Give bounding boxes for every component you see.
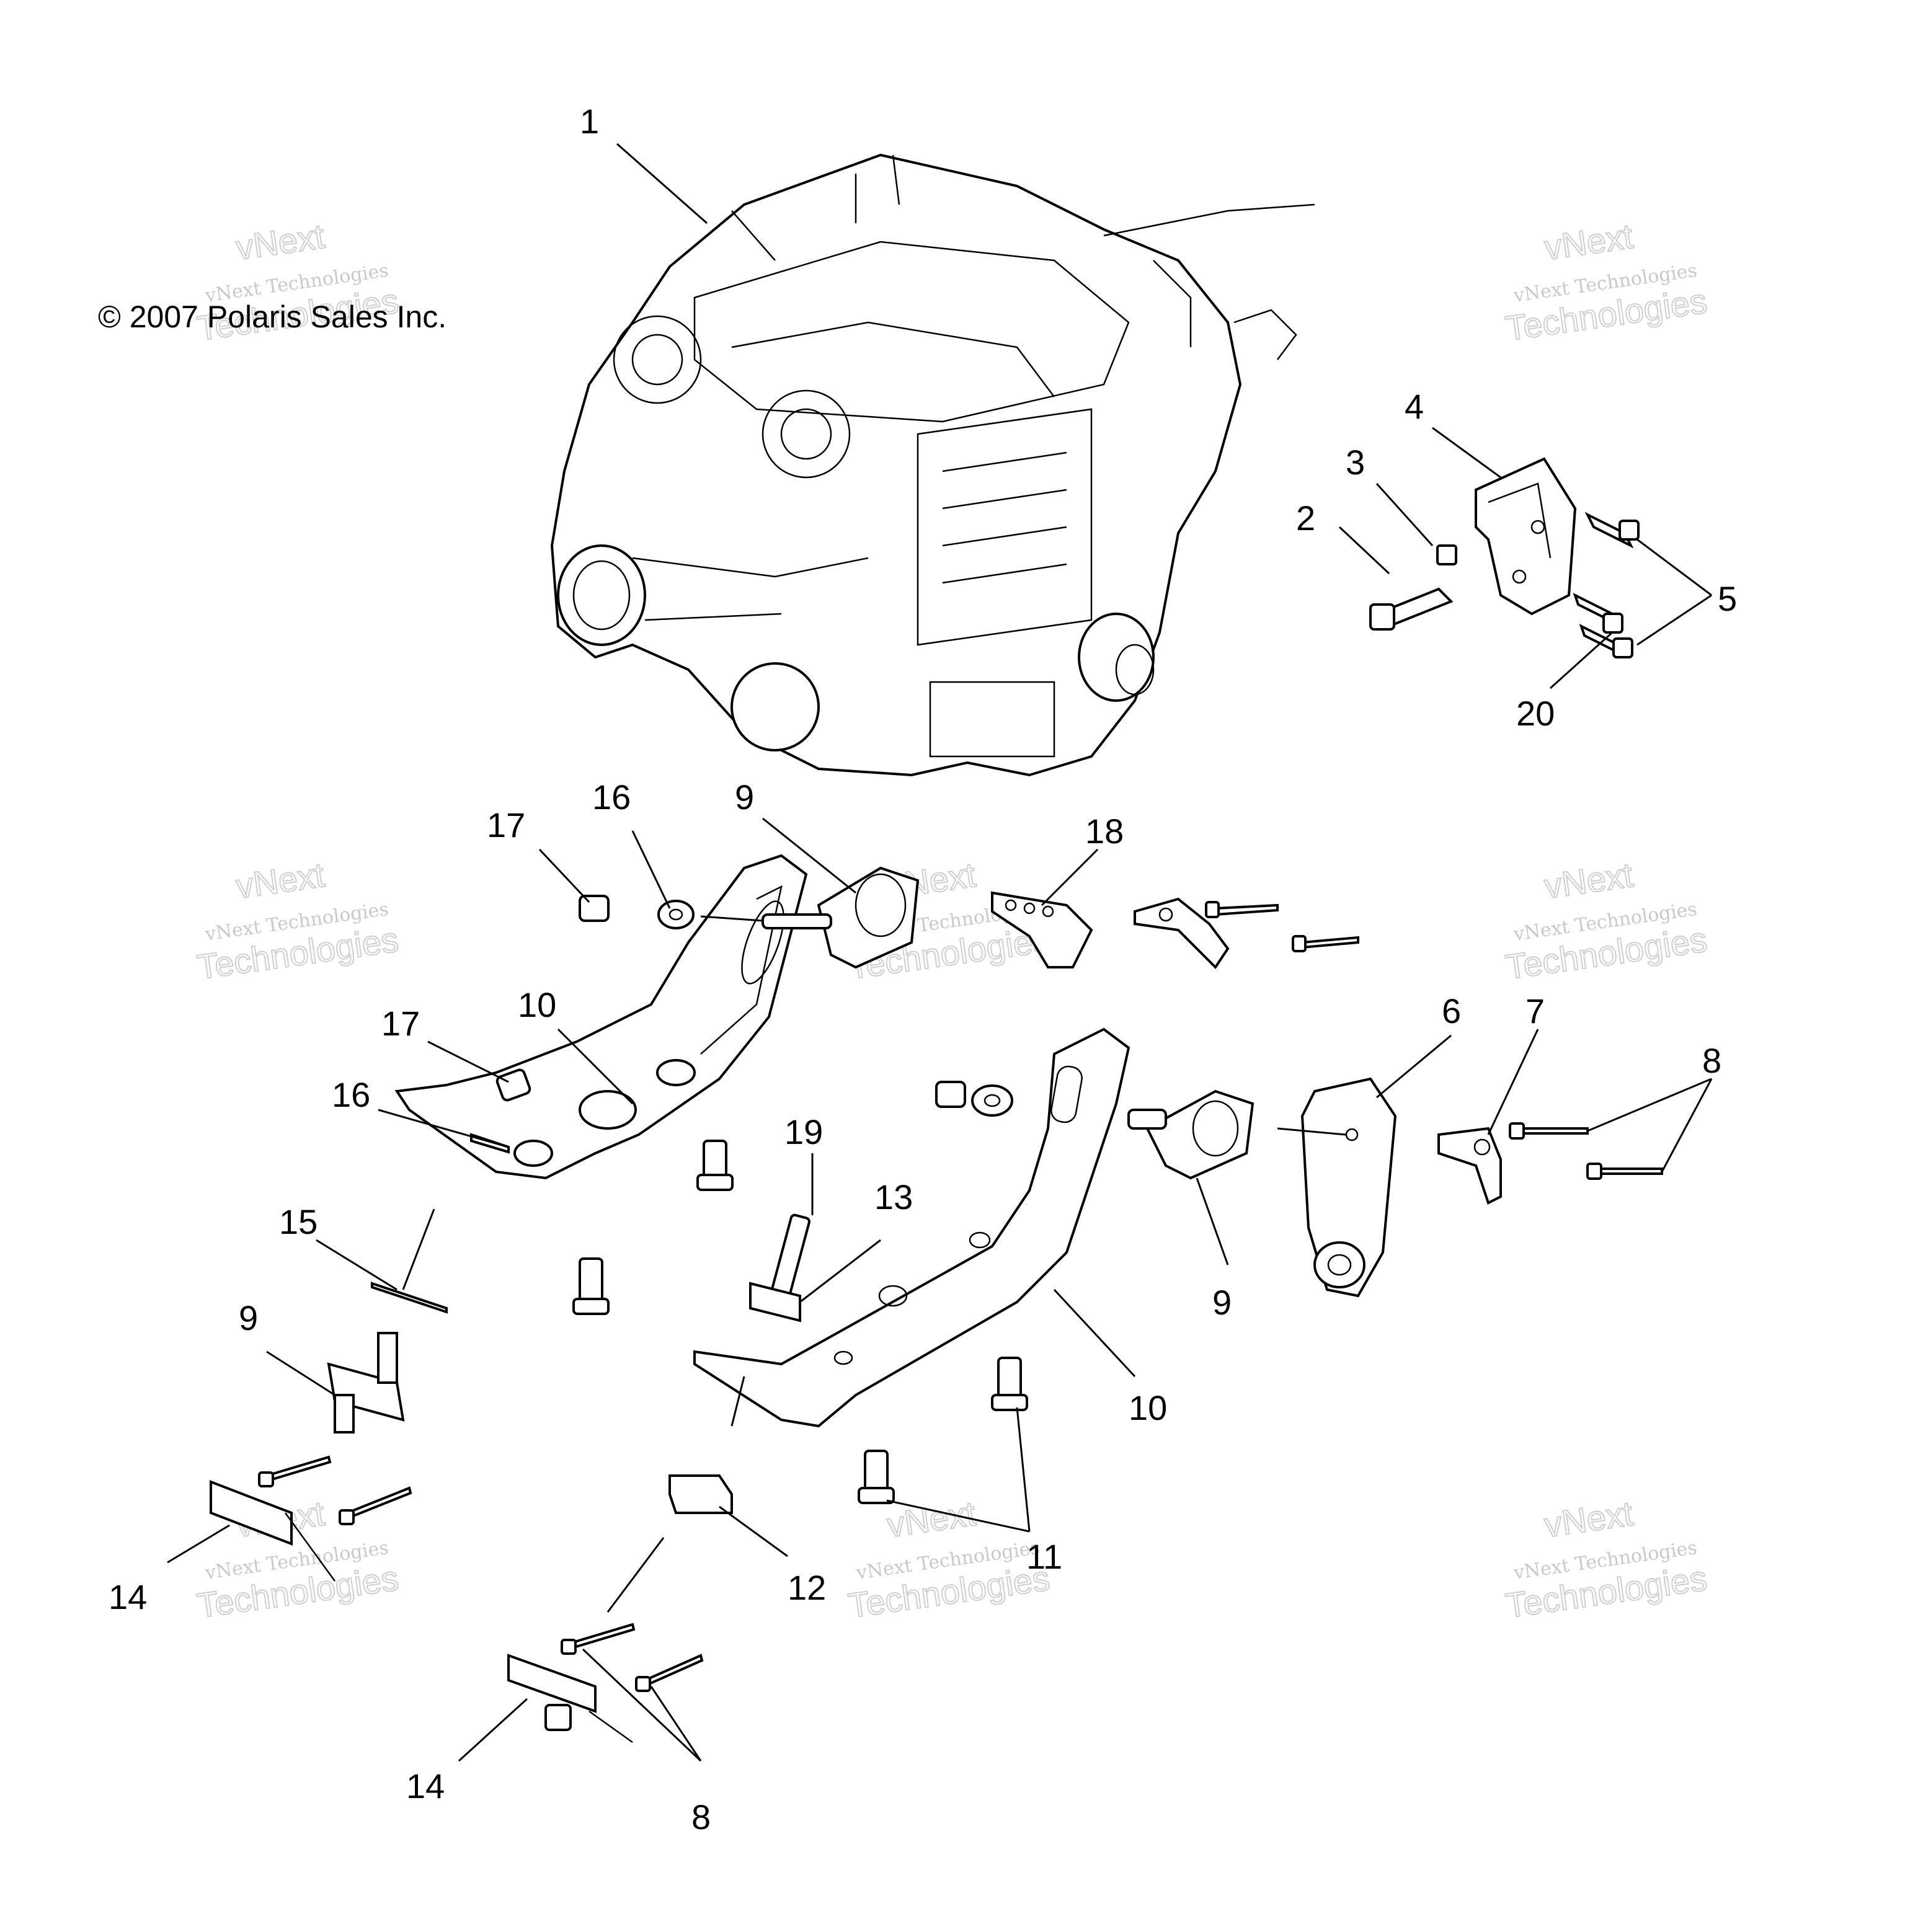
callout-6: 6 xyxy=(1442,991,1461,1030)
hardware-mid-left xyxy=(210,1068,734,1582)
callout-15: 15 xyxy=(279,1202,318,1241)
nut-17b xyxy=(495,1068,531,1102)
callout-20: 20 xyxy=(1516,694,1555,733)
bolt-2-head xyxy=(1369,603,1395,631)
plate-14b xyxy=(507,1654,597,1713)
callout-18: 18 xyxy=(1085,812,1124,851)
callout-9b: 9 xyxy=(239,1298,258,1337)
callout-8b: 8 xyxy=(691,1797,711,1837)
callout-13: 13 xyxy=(874,1177,913,1216)
callout-19: 19 xyxy=(784,1112,823,1151)
svg-text:vNext: vNext xyxy=(1542,216,1636,267)
callout-4: 4 xyxy=(1405,387,1424,426)
callout-14b: 14 xyxy=(406,1766,445,1806)
nut-17c xyxy=(935,1081,966,1108)
watermark: vNext vNext Technologies Technologies xyxy=(194,854,401,987)
leader-lines xyxy=(167,143,1713,1762)
plate-7 xyxy=(1437,1127,1502,1205)
callout-3: 3 xyxy=(1346,443,1365,482)
callout-14: 14 xyxy=(109,1577,147,1616)
callouts: 1 2 3 4 5 20 17 16 9 18 17 10 16 15 9 14… xyxy=(109,102,1737,1837)
callout-10b: 10 xyxy=(1129,1388,1167,1427)
watermark: vNext vNext Technologies Technologies xyxy=(1503,216,1710,348)
callout-10: 10 xyxy=(518,985,556,1024)
nut-3 xyxy=(1436,544,1457,565)
callout-17b: 17 xyxy=(381,1004,420,1043)
svg-text:vNext: vNext xyxy=(1542,1494,1636,1544)
callout-5: 5 xyxy=(1718,579,1737,618)
callout-17: 17 xyxy=(487,805,525,844)
callout-11: 11 xyxy=(1026,1537,1062,1576)
stopper-12 xyxy=(668,1474,733,1514)
copyright-text: © 2007 Polaris Sales Inc. xyxy=(98,299,446,334)
callout-2: 2 xyxy=(1296,499,1315,538)
svg-text:vNext: vNext xyxy=(885,1494,979,1544)
watermark: vNext vNext Technologies Technologies xyxy=(1503,854,1710,987)
mount-9a xyxy=(817,866,920,969)
bracket-10a xyxy=(394,854,808,1180)
watermark: vNext vNext Technologies Technologies xyxy=(845,1493,1052,1626)
callout-16b: 16 xyxy=(332,1075,370,1114)
mount-bracket-right xyxy=(668,1027,1663,1514)
callout-16: 16 xyxy=(592,778,631,817)
hardware-upper xyxy=(579,866,1359,970)
shim-15 xyxy=(371,1282,448,1314)
hardware-lower xyxy=(507,1537,704,1744)
callout-9: 9 xyxy=(735,778,754,817)
callout-8: 8 xyxy=(1702,1041,1721,1080)
engine-illustration xyxy=(550,153,1315,777)
callout-1: 1 xyxy=(580,102,599,141)
upper-bracket-group xyxy=(1369,457,1640,658)
callout-12: 12 xyxy=(788,1568,826,1607)
svg-text:vNext: vNext xyxy=(234,855,327,906)
nut-17 xyxy=(579,895,610,922)
plate-14a xyxy=(210,1480,293,1546)
bolt-19 xyxy=(771,1213,810,1298)
mount-9b xyxy=(327,1362,405,1422)
mount-9c xyxy=(1145,1089,1254,1180)
washer-16 xyxy=(657,900,695,929)
mount-bracket-left xyxy=(394,854,808,1180)
callout-9c: 9 xyxy=(1212,1283,1232,1322)
svg-text:vNext: vNext xyxy=(1542,855,1636,906)
svg-text:vNext: vNext xyxy=(234,216,327,267)
block-13 xyxy=(749,1282,801,1323)
callout-7: 7 xyxy=(1525,991,1545,1030)
watermark: vNext vNext Technologies Technologies xyxy=(1503,1493,1710,1626)
bracket-4 xyxy=(1475,457,1577,616)
bracket-18 xyxy=(991,891,1093,968)
bracket-10b xyxy=(693,1027,1130,1428)
